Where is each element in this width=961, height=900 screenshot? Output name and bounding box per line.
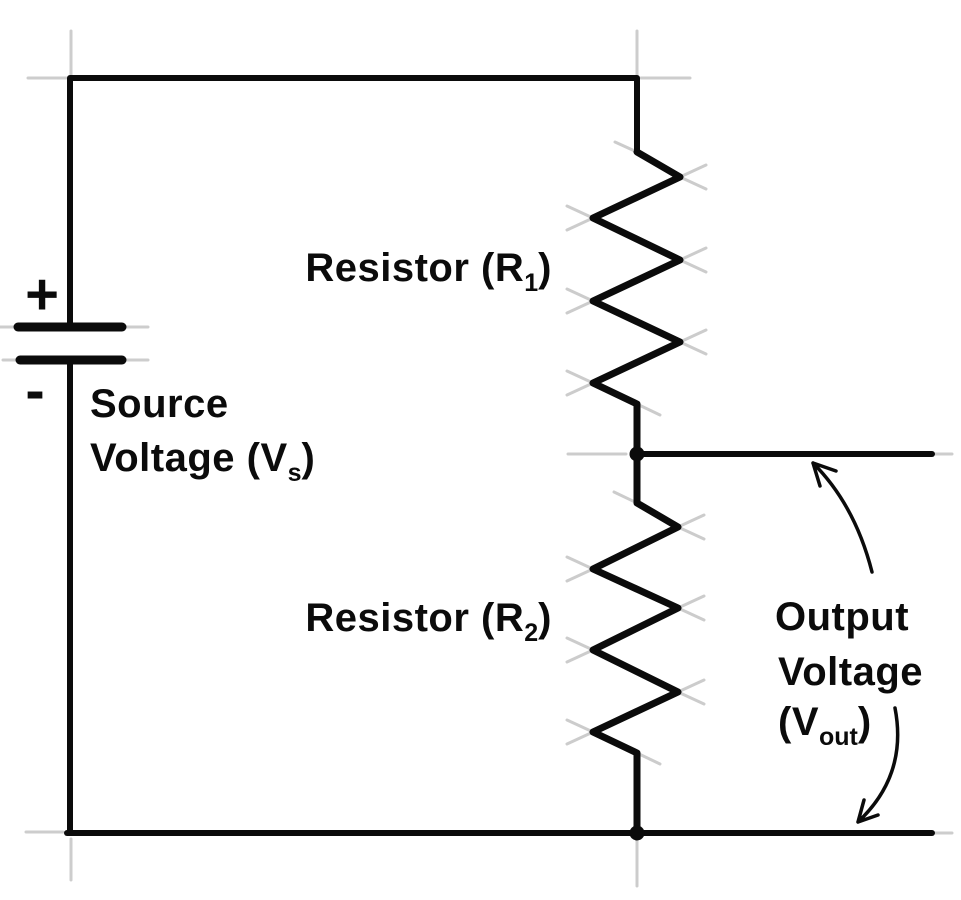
wire-top-loop [67, 75, 640, 326]
sketch-marks [0, 29, 954, 888]
source-voltage-line2: Voltage (Vs) [90, 436, 315, 487]
junction-dot-ground-node [629, 825, 645, 841]
resistor1-label: Resistor (R1) [305, 246, 552, 297]
battery-minus-label: - [25, 358, 44, 423]
source-voltage-label: Source Voltage (Vs) [90, 382, 315, 487]
output-voltage-line3: (Vout) [778, 700, 872, 751]
output-voltage-label: Output Voltage (Vout) [775, 595, 923, 751]
battery-plus-label: + [25, 262, 59, 327]
junction-dots [629, 446, 645, 841]
output-voltage-line2: Voltage [778, 650, 923, 694]
resistor-sketch-marks [565, 140, 708, 766]
source-voltage-line1: Source [90, 382, 229, 426]
resistor1-symbol [589, 148, 684, 458]
labels: + - Source Voltage (Vs) Resistor (R1) Re… [25, 246, 923, 751]
resistor2-symbol [589, 450, 682, 837]
circuit-wires [13, 75, 935, 837]
resistor2-label: Resistor (R2) [305, 596, 552, 647]
output-arrow-bottom-icon [856, 706, 900, 824]
corner-sketch-marks [0, 29, 954, 888]
output-arrow-top-icon [811, 461, 874, 574]
junction-dot-output-node [629, 446, 645, 462]
output-voltage-line1: Output [775, 595, 909, 639]
